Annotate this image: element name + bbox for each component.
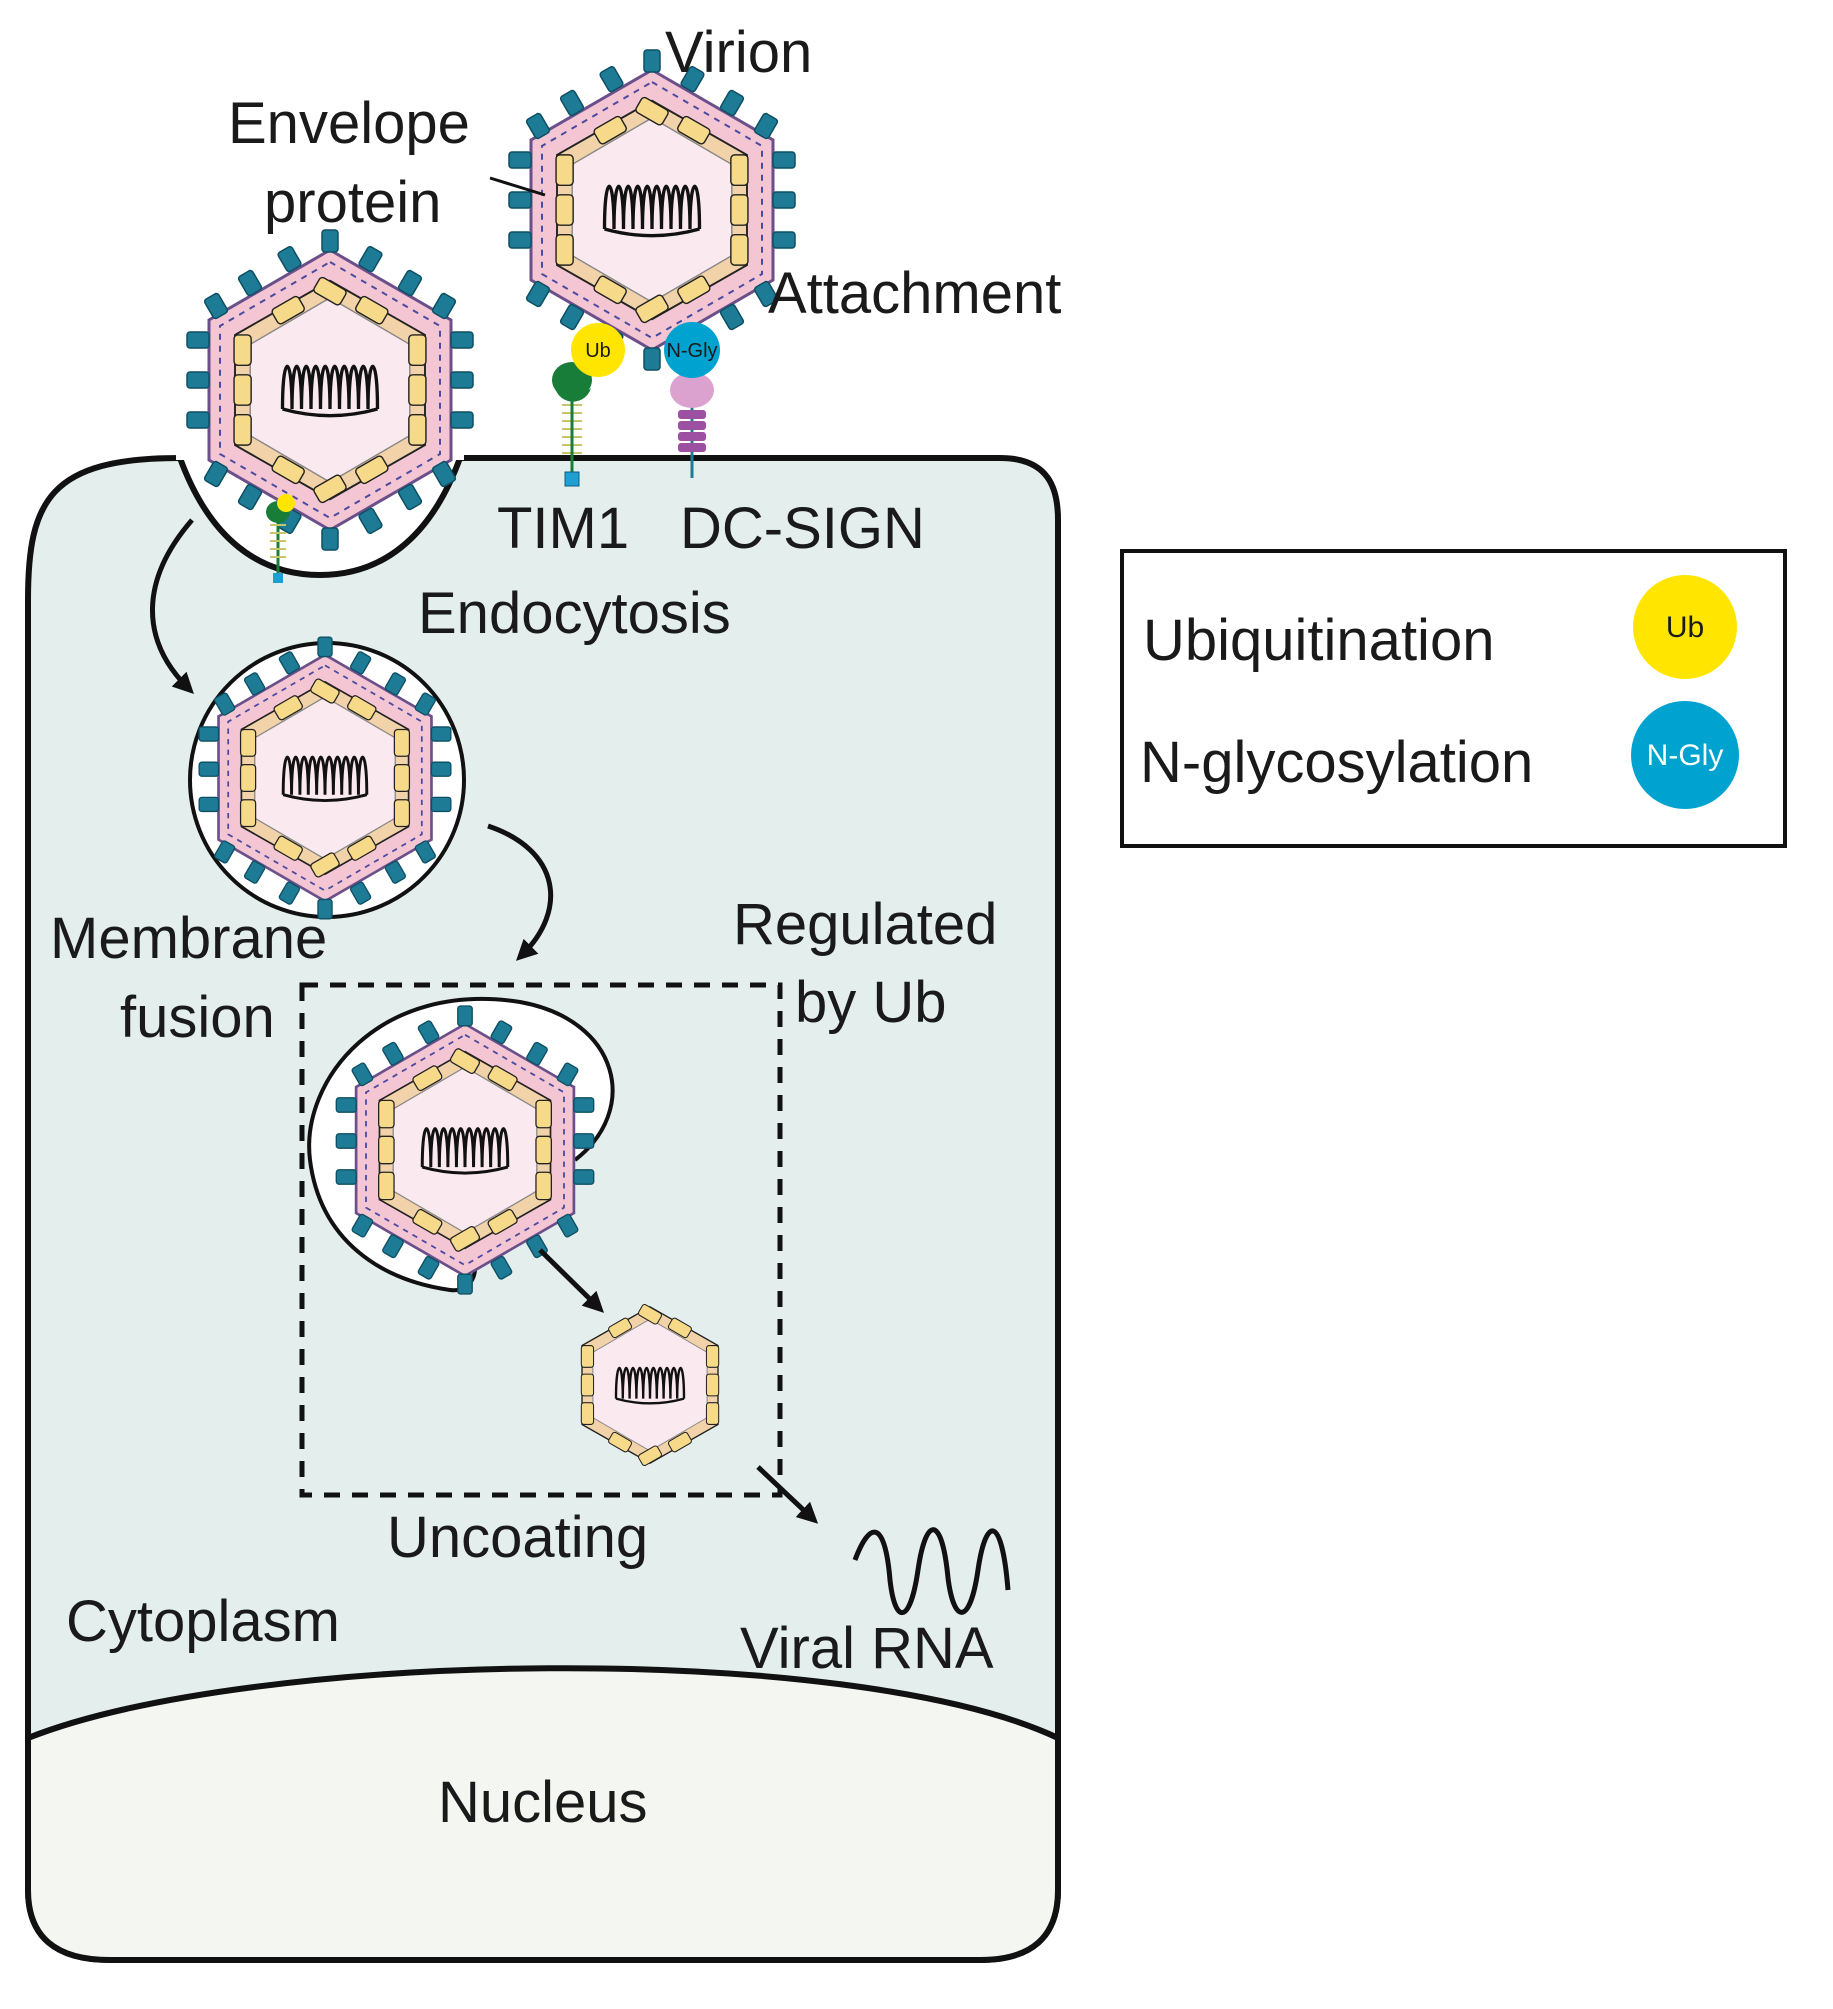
label-endocytosis: Endocytosis [418, 581, 731, 646]
label-envelope-protein-2: protein [264, 170, 441, 235]
ngly-badge-dc-sign [664, 322, 720, 378]
legend-label-ubiquitination: Ubiquitination [1143, 608, 1494, 673]
label-membrane-fusion-1: Membrane [50, 906, 327, 971]
arrow-uncoating [538, 1248, 604, 1313]
ub-badge-tim1-text: Ub [585, 340, 611, 362]
envelope-protein-leader [489, 176, 546, 197]
tim1-receptor-pit [266, 494, 295, 583]
nucleus [25, 1665, 1061, 1963]
legend-ngly-badge-text: N-Gly [1647, 739, 1724, 772]
label-regulated-1: Regulated [733, 892, 997, 957]
label-viral-rna: Viral RNA [740, 1616, 994, 1681]
arrow-rna-release [756, 1465, 819, 1524]
label-cytoplasm: Cytoplasm [66, 1589, 340, 1654]
label-nucleus: Nucleus [438, 1770, 648, 1835]
label-envelope-protein-1: Envelope [228, 91, 470, 156]
arrow-endocytosis [150, 518, 194, 694]
label-virion: Virion [665, 20, 812, 85]
virion-free [509, 50, 795, 370]
legend-label-n-glycosylation: N-glycosylation [1140, 730, 1533, 795]
label-regulated-2: by Ub [795, 970, 947, 1035]
arrow-fusion [487, 823, 554, 961]
legend-ub-badge-text: Ub [1666, 611, 1704, 644]
regulated-by-ub-box [299, 982, 783, 1498]
ngly-badge-dc-sign-text: N-Gly [666, 340, 717, 362]
label-uncoating: Uncoating [387, 1505, 648, 1570]
legend-ngly-badge [1631, 701, 1739, 809]
legend: Ubiquitination Ub N-glycosylation N-Gly [1120, 549, 1787, 848]
label-attachment: Attachment [768, 261, 1061, 326]
legend-ub-badge [1633, 575, 1737, 679]
label-tim1: TIM1 [497, 496, 629, 561]
label-dc-sign: DC-SIGN [680, 496, 925, 561]
viral-rna-strand [852, 1527, 1011, 1616]
label-membrane-fusion-2: fusion [120, 985, 275, 1050]
dc-sign-receptor [670, 360, 714, 478]
ub-badge-tim1 [571, 323, 625, 377]
